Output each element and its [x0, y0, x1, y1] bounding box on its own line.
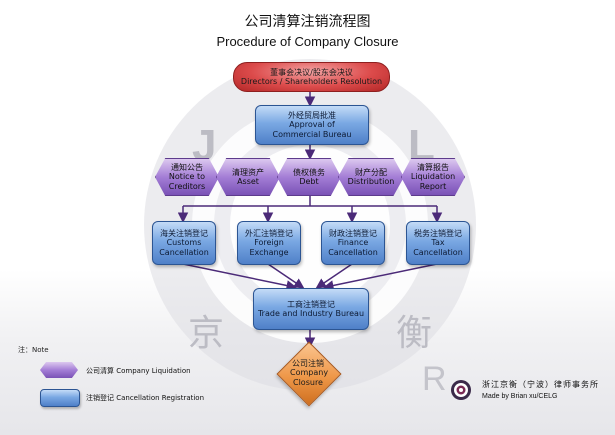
- node-company-closure: 公司注销 Company Closure: [276, 341, 342, 407]
- legend-note-label: 注：Note: [18, 346, 49, 354]
- node-distribution-en: Distribution: [347, 177, 395, 186]
- watermark-char-heng: 衡: [396, 313, 432, 354]
- title-chinese: 公司清算注销流程图: [244, 14, 371, 30]
- title-english: Procedure of Company Closure: [216, 34, 399, 49]
- node-resolution-en: Directors / Shareholders Resolution: [240, 77, 383, 86]
- node-asset-en: Asset: [237, 177, 259, 186]
- node-tax-en: Tax Cancellation: [413, 238, 463, 257]
- node-finance-en: Finance Cancellation: [328, 238, 378, 257]
- node-resolution: 董事会决议/股东会决议 Directors / Shareholders Res…: [233, 62, 390, 92]
- node-notice-to-creditors: 通知公告 Notice to Creditors: [155, 158, 219, 196]
- node-customs-en: Customs Cancellation: [159, 238, 209, 257]
- node-foreign-en: Foreign Exchange: [249, 238, 289, 257]
- node-customs-cn: 海关注销登记: [160, 229, 208, 239]
- watermark-char-jing: 京: [188, 313, 224, 354]
- node-liquidation-report: 清算报告 Liquidation Report: [401, 158, 465, 196]
- node-report-en: Liquidation Report: [410, 172, 456, 191]
- node-foreign-exchange: 外汇注销登记 Foreign Exchange: [237, 221, 301, 265]
- node-report-cn: 清算报告: [417, 163, 449, 173]
- legend-liquidation-text: 公司清算 Company Liquidation: [86, 367, 191, 375]
- node-foreign-cn: 外汇注销登记: [245, 229, 293, 239]
- legend-hexagon-swatch: [40, 362, 78, 378]
- node-closure-cn: 公司注销: [292, 359, 324, 369]
- node-asset: 清理资产 Asset: [216, 158, 280, 196]
- arrow-customs-to-trade: [182, 263, 297, 291]
- made-by-credit: Made by Brian xu/CELG: [482, 393, 558, 400]
- node-distribution: 财产分配 Distribution: [338, 158, 404, 196]
- closure-diamond-label: 公司注销 Company Closure: [278, 343, 338, 403]
- law-firm-name: 浙江京衡（宁波）律师事务所: [482, 380, 599, 389]
- node-customs-cancellation: 海关注销登记 Customs Cancellation: [152, 221, 216, 265]
- node-trade-cn: 工商注销登记: [287, 299, 335, 309]
- node-finance-cn: 财政注销登记: [329, 229, 377, 239]
- node-closure-en: Company Closure: [290, 368, 329, 387]
- arrow-foreign-to-trade: [267, 263, 305, 289]
- node-tax-cancellation: 税务注销登记 Tax Cancellation: [406, 221, 470, 265]
- node-tax-cn: 税务注销登记: [414, 229, 462, 239]
- node-debt-en: Debt: [299, 177, 319, 186]
- node-debt: 债权债务 Debt: [277, 158, 341, 196]
- node-approval: 外经贸局批准 Approval of Commercial Bureau: [255, 105, 369, 145]
- node-approval-cn: 外经贸局批准: [288, 111, 336, 121]
- node-trade-en: Trade and Industry Bureau: [257, 309, 365, 318]
- legend-rectangle-swatch: [40, 389, 80, 407]
- firm-seal-icon: [451, 380, 471, 400]
- legend-cancellation-text: 注销登记 Cancellation Registration: [86, 394, 205, 402]
- node-resolution-cn: 董事会决议/股东会决议: [270, 67, 353, 77]
- node-notice-cn: 通知公告: [171, 163, 203, 173]
- node-trade-industry: 工商注销登记 Trade and Industry Bureau: [253, 288, 369, 330]
- node-notice-en: Notice to Creditors: [168, 172, 206, 191]
- arrow-finance-to-trade: [315, 263, 353, 289]
- watermark-letter-r: R: [422, 360, 447, 395]
- node-debt-cn: 债权债务: [293, 167, 325, 177]
- node-approval-en: Approval of Commercial Bureau: [272, 120, 352, 139]
- node-distribution-cn: 财产分配: [355, 167, 387, 177]
- node-asset-cn: 清理资产: [232, 167, 264, 177]
- arrow-tax-to-trade: [323, 263, 438, 291]
- node-finance-cancellation: 财政注销登记 Finance Cancellation: [321, 221, 385, 265]
